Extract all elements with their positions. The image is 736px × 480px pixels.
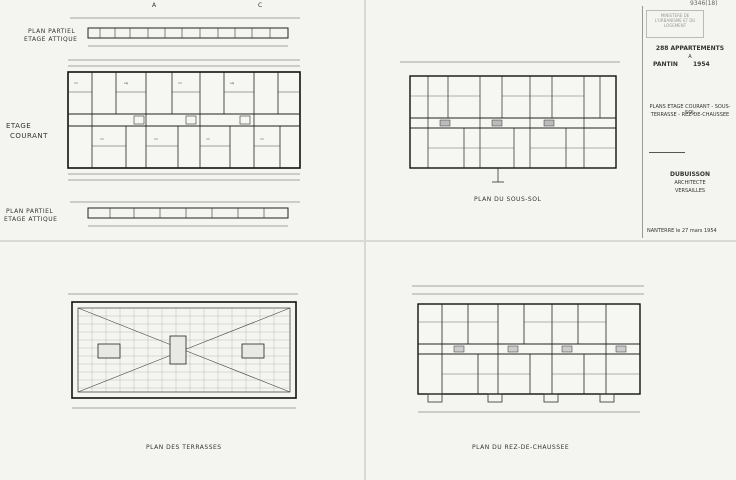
architect-title: ARCHITECTE xyxy=(674,180,706,186)
project-place: PANTIN xyxy=(653,61,678,68)
plan-rez-de-chaussee xyxy=(400,282,652,430)
svg-text:séj: séj xyxy=(124,81,128,85)
plan-terrasses-label: PLAN DES TERRASSES xyxy=(146,444,222,451)
ministry-stamp: MINISTERE DE L'URBANISME ET DU LOGEMENT xyxy=(646,10,704,38)
title-block: 288 APPARTEMENTS A PANTIN 1954 PLANS ETA… xyxy=(642,6,735,238)
plan-partiel-label-top: PLAN PARTIEL xyxy=(28,28,76,35)
svg-text:ch: ch xyxy=(74,81,78,85)
svg-text:ch: ch xyxy=(100,137,104,141)
plan-sous-sol-label: PLAN DU SOUS-SOL xyxy=(474,196,542,203)
architect-city: VERSAILLES xyxy=(674,188,706,194)
plan-partiel-label-bottom: PLAN PARTIEL xyxy=(6,208,54,215)
plan-sous-sol xyxy=(380,58,630,188)
architect-name: DUBUISSON xyxy=(669,171,711,178)
project-title: 288 APPARTEMENTS xyxy=(655,45,725,52)
section-marker-a-top: A xyxy=(152,2,157,9)
fold-line-horizontal xyxy=(0,240,736,242)
etage-label: ETAGE xyxy=(6,122,32,130)
plan-etage-courant: ch séj ch séj ch ch ch ch xyxy=(54,56,312,186)
project-sub: A xyxy=(688,54,692,60)
archive-number: 9346(18) xyxy=(690,0,718,7)
plan-partiel-attique-top xyxy=(70,14,300,52)
svg-text:ch: ch xyxy=(154,137,158,141)
signature-mark xyxy=(649,152,685,153)
plan-terrasses xyxy=(58,286,308,416)
drawing-date: NANTERRE le 27 mars 1954 xyxy=(647,228,717,234)
plans-line-2: TERRASSE - REZ-DE-CHAUSSEE xyxy=(650,112,730,118)
courant-label: COURANT xyxy=(10,132,48,140)
svg-text:ch: ch xyxy=(206,137,210,141)
project-year: 1954 xyxy=(693,61,710,68)
etage-attique-label-top: ETAGE ATTIQUE xyxy=(24,36,78,43)
svg-text:ch: ch xyxy=(178,81,182,85)
svg-text:séj: séj xyxy=(230,81,234,85)
etage-attique-label-bottom: ETAGE ATTIQUE xyxy=(4,216,58,223)
plan-rez-de-chaussee-label: PLAN DU REZ-DE-CHAUSSEE xyxy=(472,444,570,451)
plans-line-1: PLANS ETAGE COURANT - SOUS-SOL xyxy=(649,104,731,116)
section-marker-c-top: C xyxy=(258,2,263,9)
plan-partiel-attique-bottom xyxy=(70,198,300,234)
svg-text:ch: ch xyxy=(260,137,264,141)
